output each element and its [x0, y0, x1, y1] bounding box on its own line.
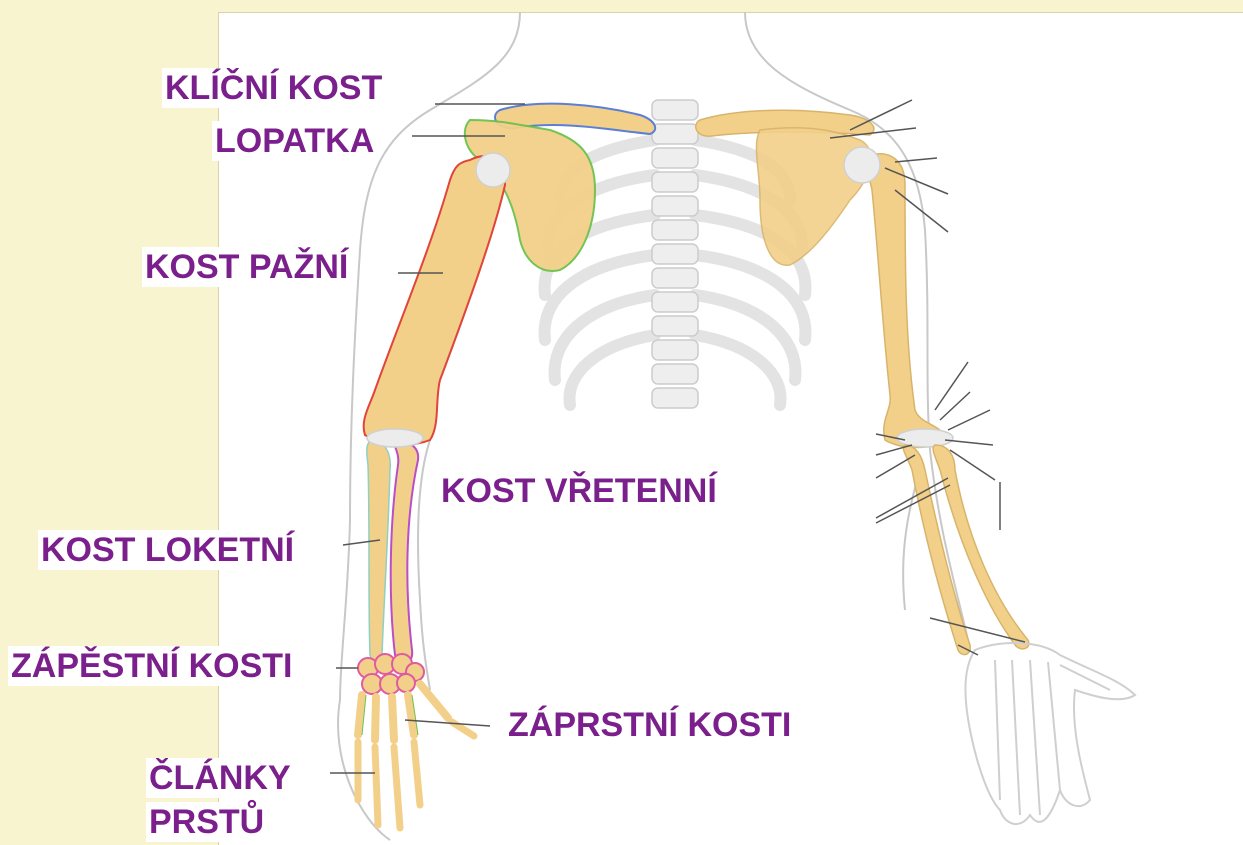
label-carpals: ZÁPĚSTNÍ KOSTI — [8, 646, 295, 686]
label-ulna: KOST LOKETNÍ — [38, 530, 297, 570]
left-humerus — [364, 156, 505, 444]
label-phalanges-line1: ČLÁNKY — [146, 758, 294, 798]
label-phalanges-line2: PRSTŮ — [146, 802, 267, 842]
spine — [652, 100, 698, 408]
label-scapula: LOPATKA — [212, 121, 377, 161]
right-humerus-head — [844, 147, 880, 183]
right-hand — [965, 643, 1135, 824]
left-ulna — [367, 440, 390, 663]
left-carpals — [358, 654, 424, 694]
label-radius: KOST VŘETENNÍ — [438, 471, 720, 511]
right-radius — [903, 445, 970, 655]
left-radius — [391, 440, 418, 663]
label-metacarpals: ZÁPRSTNÍ KOSTI — [505, 705, 794, 745]
label-clavicle: KLÍČNÍ KOST — [162, 68, 385, 108]
left-elbow-joint — [367, 429, 423, 447]
left-humerus-head — [476, 153, 510, 187]
label-humerus: KOST PAŽNÍ — [142, 247, 351, 287]
